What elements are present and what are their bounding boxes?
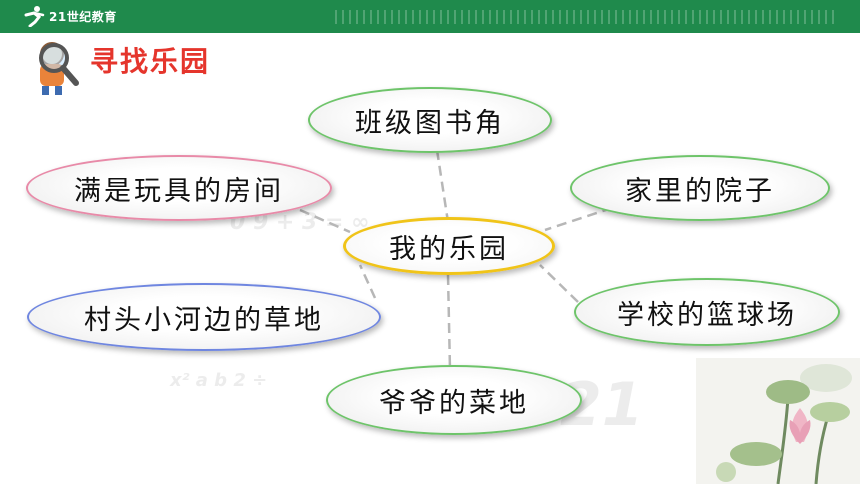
node-bottom: 爷爷的菜地 (326, 365, 582, 435)
page-title: 寻找乐园 (90, 45, 211, 78)
connector-bottom (446, 274, 452, 371)
connector-left-bottom (358, 264, 377, 299)
node-center: 我的乐园 (343, 217, 555, 275)
logo-runner-icon (24, 6, 45, 27)
connector-right-bottom (539, 264, 579, 303)
lotus-decoration (696, 358, 860, 484)
node-right-top: 家里的院子 (570, 155, 830, 221)
node-left-bottom: 村头小河边的草地 (27, 283, 381, 351)
logo-text: 21世纪教育 (49, 9, 117, 24)
magnifier-icon (39, 42, 79, 95)
logo: 21世纪教育 (22, 5, 117, 27)
connector-top (435, 149, 450, 223)
node-right-bottom: 学校的篮球场 (574, 278, 840, 346)
background-watermark: x² a b 2 ÷ (170, 370, 268, 391)
connector-right-top (544, 206, 613, 232)
node-top: 班级图书角 (308, 87, 552, 153)
node-left-top: 满是玩具的房间 (26, 155, 332, 221)
header-bar: 21世纪教育 (0, 0, 860, 33)
header-stripes (335, 10, 835, 24)
connector-left-top (299, 208, 351, 234)
